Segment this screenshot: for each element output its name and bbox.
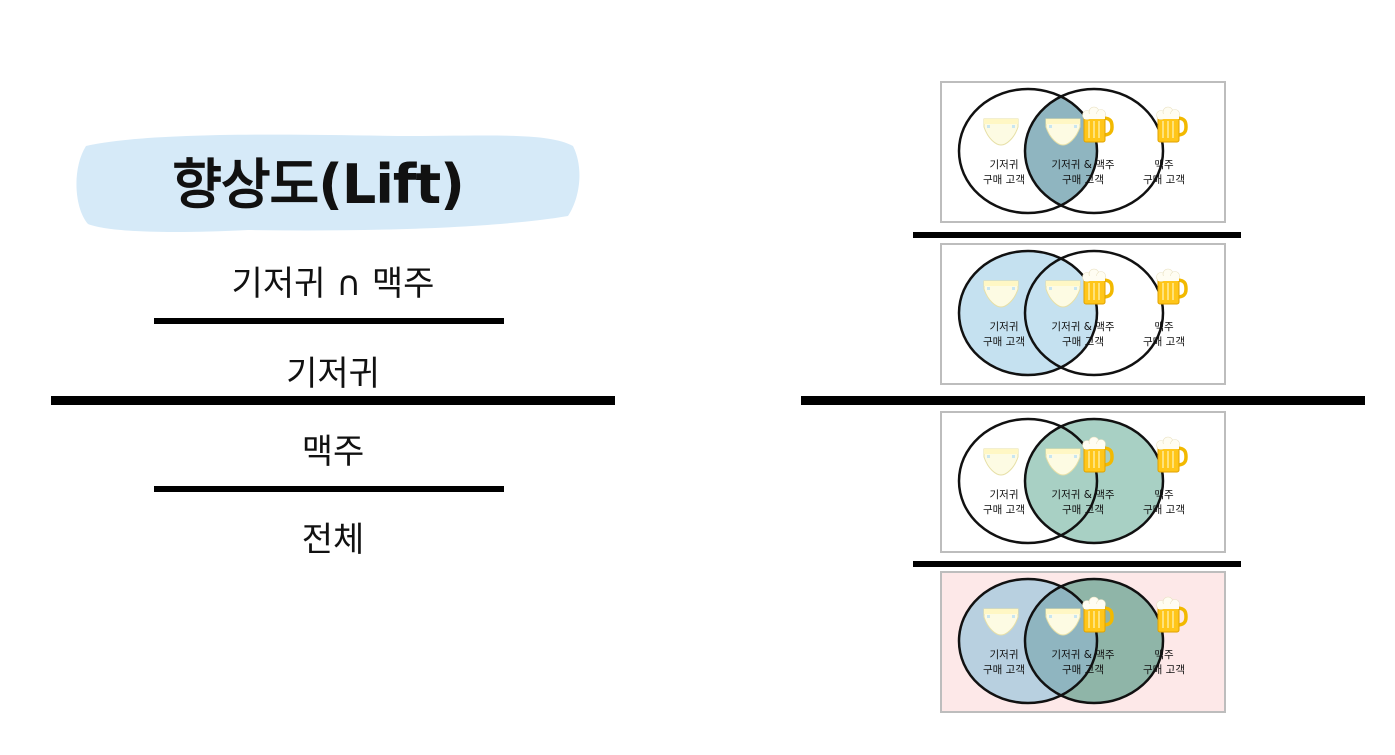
venn-right-label-line1: 맥주 xyxy=(1154,159,1174,171)
diaper-icon xyxy=(983,608,1019,636)
venn-left-label-line2: 구매 고객 xyxy=(983,504,1025,516)
venn-left-label-line1: 기저귀 xyxy=(989,489,1019,501)
venn-mid-label-line1: 기저귀 & 맥주 xyxy=(1051,489,1115,501)
venn-right-label-line2: 구매 고객 xyxy=(1143,504,1185,516)
venn-right-label-line2: 구매 고객 xyxy=(1143,336,1185,348)
beer-icon xyxy=(1082,436,1114,473)
diaper-icon xyxy=(1045,448,1081,476)
venn-left-label-line1: 기저귀 xyxy=(989,649,1019,661)
beer-circle xyxy=(1023,87,1165,215)
fraction-bar-bottom xyxy=(154,486,504,492)
fraction-bar-main xyxy=(51,396,615,405)
venn-fraction-bar-main xyxy=(801,396,1365,405)
venn-fraction-bar-top xyxy=(913,232,1241,238)
venn-mid-label-line1: 기저귀 & 맥주 xyxy=(1051,321,1115,333)
venn-left-label-line2: 구매 고객 xyxy=(983,664,1025,676)
beer-icon xyxy=(1082,268,1114,305)
venn-mid-label-line1: 기저귀 & 맥주 xyxy=(1051,649,1115,661)
beer-icon xyxy=(1156,106,1188,143)
venn-right-label-line2: 구매 고객 xyxy=(1143,664,1185,676)
formula-bottom-numerator: 맥주 xyxy=(301,432,365,472)
venn-fraction-bar-bottom xyxy=(913,561,1241,567)
fraction-bar-top xyxy=(154,318,504,324)
diaper-icon xyxy=(983,118,1019,146)
venn-mid-label-line1: 기저귀 & 맥주 xyxy=(1051,159,1115,171)
diaper-icon xyxy=(1045,280,1081,308)
beer-circle xyxy=(1023,249,1165,377)
diaper-icon xyxy=(1045,608,1081,636)
venn-mid-label-line2: 구매 고객 xyxy=(1062,174,1104,186)
venn-right-label-line2: 구매 고객 xyxy=(1143,174,1185,186)
beer-icon xyxy=(1156,268,1188,305)
formula-top-denominator: 기저귀 xyxy=(286,354,380,394)
venn-left-label-line2: 구매 고객 xyxy=(983,174,1025,186)
diaper-icon xyxy=(983,280,1019,308)
diaper-icon xyxy=(983,448,1019,476)
beer-icon xyxy=(1082,596,1114,633)
title-block: 향상도(Lift) xyxy=(68,128,588,240)
page-title: 향상도(Lift) xyxy=(172,153,465,216)
title-highlight xyxy=(76,134,580,232)
beer-icon xyxy=(1156,436,1188,473)
venn-mid-label-line2: 구매 고객 xyxy=(1062,504,1104,516)
diaper-circle xyxy=(957,417,1099,545)
diaper-circle xyxy=(957,577,1099,705)
diaper-icon xyxy=(1045,118,1081,146)
venn-right-label-line1: 맥주 xyxy=(1154,649,1174,661)
formula-top-numerator: 기저귀 ∩ 맥주 xyxy=(231,264,435,304)
beer-icon xyxy=(1082,106,1114,143)
venn-right-label-line1: 맥주 xyxy=(1154,489,1174,501)
venn-mid-label-line2: 구매 고객 xyxy=(1062,336,1104,348)
beer-circle xyxy=(1023,417,1165,545)
beer-circle xyxy=(1023,577,1165,705)
venn-left-label-line1: 기저귀 xyxy=(989,321,1019,333)
venn-left-label-line2: 구매 고객 xyxy=(983,336,1025,348)
formula-bottom-denominator: 전체 xyxy=(301,520,365,560)
diaper-circle xyxy=(957,249,1099,377)
venn-mid-label-line2: 구매 고객 xyxy=(1062,664,1104,676)
beer-icon xyxy=(1156,596,1188,633)
venn-left-label-line1: 기저귀 xyxy=(989,159,1019,171)
diaper-circle xyxy=(957,87,1099,215)
venn-right-label-line1: 맥주 xyxy=(1154,321,1174,333)
